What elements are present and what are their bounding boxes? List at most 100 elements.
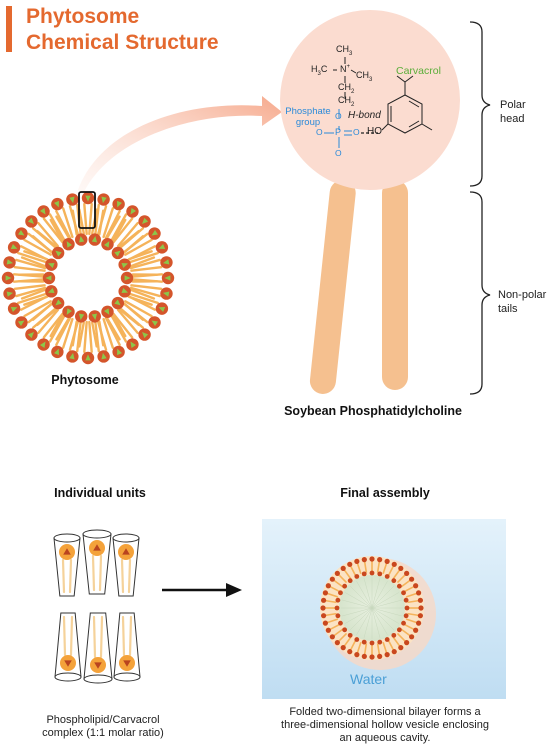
carvacrol-triangle bbox=[6, 291, 14, 297]
phosphate-bonds bbox=[324, 109, 352, 148]
vesicle-tail bbox=[349, 639, 357, 652]
vesicle-head-inner bbox=[377, 571, 383, 577]
carvacrol-triangle bbox=[103, 241, 110, 248]
zoom-arrow bbox=[78, 96, 282, 192]
vesicle-tail bbox=[387, 564, 395, 577]
carvacrol-triangle bbox=[142, 332, 149, 339]
core-line bbox=[345, 592, 373, 609]
carvacrol-triangle bbox=[130, 207, 137, 215]
cone-rim bbox=[82, 529, 112, 539]
inner-tail bbox=[36, 308, 58, 327]
phytosome-label: Phytosome bbox=[51, 373, 119, 387]
vesicle-tail bbox=[403, 623, 416, 631]
carvacrol-triangle bbox=[47, 262, 55, 269]
outer-tail bbox=[124, 300, 153, 318]
vesicle-head bbox=[377, 653, 383, 659]
inner-tail bbox=[55, 215, 70, 239]
carvacrol-triangle bbox=[85, 195, 91, 202]
vesicle-head bbox=[354, 558, 360, 564]
unit-tail bbox=[92, 615, 97, 659]
outer-tail bbox=[124, 238, 153, 256]
phytosome-vesicle bbox=[1, 191, 175, 365]
carvacrol-triangle bbox=[85, 354, 91, 361]
core-line bbox=[356, 607, 373, 635]
cone-rim bbox=[53, 533, 81, 543]
carvacrol-triangle bbox=[69, 352, 75, 360]
carvacrol-triangle bbox=[103, 308, 110, 315]
carvacrol-triangle bbox=[142, 217, 149, 224]
vesicle-tail bbox=[376, 560, 381, 573]
carvacrol-triangle bbox=[91, 236, 97, 243]
carvacrol-triangle bbox=[27, 217, 34, 224]
carvacrol-triangle bbox=[10, 243, 18, 249]
vesicle-head bbox=[322, 620, 328, 626]
carvacrol-triangle bbox=[69, 196, 75, 204]
outer-tail bbox=[61, 317, 74, 349]
carvacrol-triangle bbox=[91, 313, 97, 320]
core-line bbox=[345, 607, 373, 624]
vesicle-tail bbox=[376, 643, 381, 656]
vesicle-tail bbox=[326, 618, 339, 624]
cone-rim bbox=[54, 672, 82, 682]
carvacrol-triangle bbox=[121, 262, 129, 269]
carvacrol-triangle bbox=[17, 320, 25, 327]
inner-tail bbox=[130, 256, 156, 268]
vesicle-tail bbox=[392, 636, 401, 648]
vesicle-head-inner bbox=[338, 590, 343, 596]
final-assembly-heading: Final assembly bbox=[340, 486, 430, 500]
inner-tail bbox=[20, 288, 46, 300]
unit-triangle bbox=[93, 544, 101, 551]
vesicle-head-inner bbox=[377, 639, 383, 645]
core-line bbox=[363, 607, 373, 639]
vesicle-head bbox=[417, 613, 423, 619]
carvacrol-triangle bbox=[79, 236, 85, 243]
carvacrol-triangle bbox=[53, 200, 59, 208]
inner-tail bbox=[20, 256, 46, 268]
vesicle-head bbox=[413, 627, 419, 633]
vesicle-tail bbox=[396, 632, 407, 643]
outer-tail bbox=[15, 286, 47, 298]
vesicle-head-inner bbox=[342, 627, 348, 633]
vesicle-head-inner bbox=[347, 578, 353, 584]
unit-triangle bbox=[64, 660, 72, 667]
inner-tail bbox=[98, 320, 105, 347]
vesicle-head-inner bbox=[338, 620, 343, 626]
outer-tail bbox=[42, 312, 64, 339]
phosphate-group-label: Phosphate group bbox=[285, 106, 331, 128]
mol-ch2-a: CH2 bbox=[338, 82, 355, 95]
outer-tail bbox=[17, 251, 49, 264]
outer-tail bbox=[127, 251, 159, 264]
cone-rim bbox=[112, 533, 140, 543]
cone-rim bbox=[83, 674, 113, 684]
carvacrol-triangle bbox=[79, 313, 85, 320]
vesicle-head bbox=[325, 627, 331, 633]
vesicle-head bbox=[404, 640, 410, 646]
title-accent-bar bbox=[6, 6, 12, 52]
vesicle-head bbox=[413, 583, 419, 589]
polar-head-circle bbox=[280, 10, 460, 190]
vesicle-head bbox=[340, 645, 346, 651]
outer-tail bbox=[88, 320, 93, 354]
inner-tail bbox=[106, 215, 121, 239]
vesicle-head-inner bbox=[335, 613, 341, 619]
cone-rim bbox=[113, 672, 141, 682]
inner-tail bbox=[78, 321, 85, 348]
core-line bbox=[349, 585, 373, 609]
mol-h3c: H3C bbox=[311, 64, 328, 77]
carvacrol-ring bbox=[381, 75, 433, 134]
core-line bbox=[341, 599, 373, 609]
mol-ch2-b: CH2 bbox=[338, 95, 355, 108]
inner-tail bbox=[106, 317, 121, 341]
carvacrol-triangle bbox=[53, 348, 59, 356]
inner-tail bbox=[31, 302, 53, 321]
outer-tail bbox=[17, 292, 49, 305]
title-line-1: Phytosome bbox=[26, 5, 140, 28]
nonpolar-tail-right bbox=[382, 180, 408, 390]
vesicle-head-inner bbox=[401, 620, 406, 626]
carvacrol-triangle bbox=[117, 348, 123, 356]
inner-tail bbox=[123, 302, 145, 321]
vesicle-head-inner bbox=[391, 578, 397, 584]
mol-p: P bbox=[335, 127, 342, 137]
